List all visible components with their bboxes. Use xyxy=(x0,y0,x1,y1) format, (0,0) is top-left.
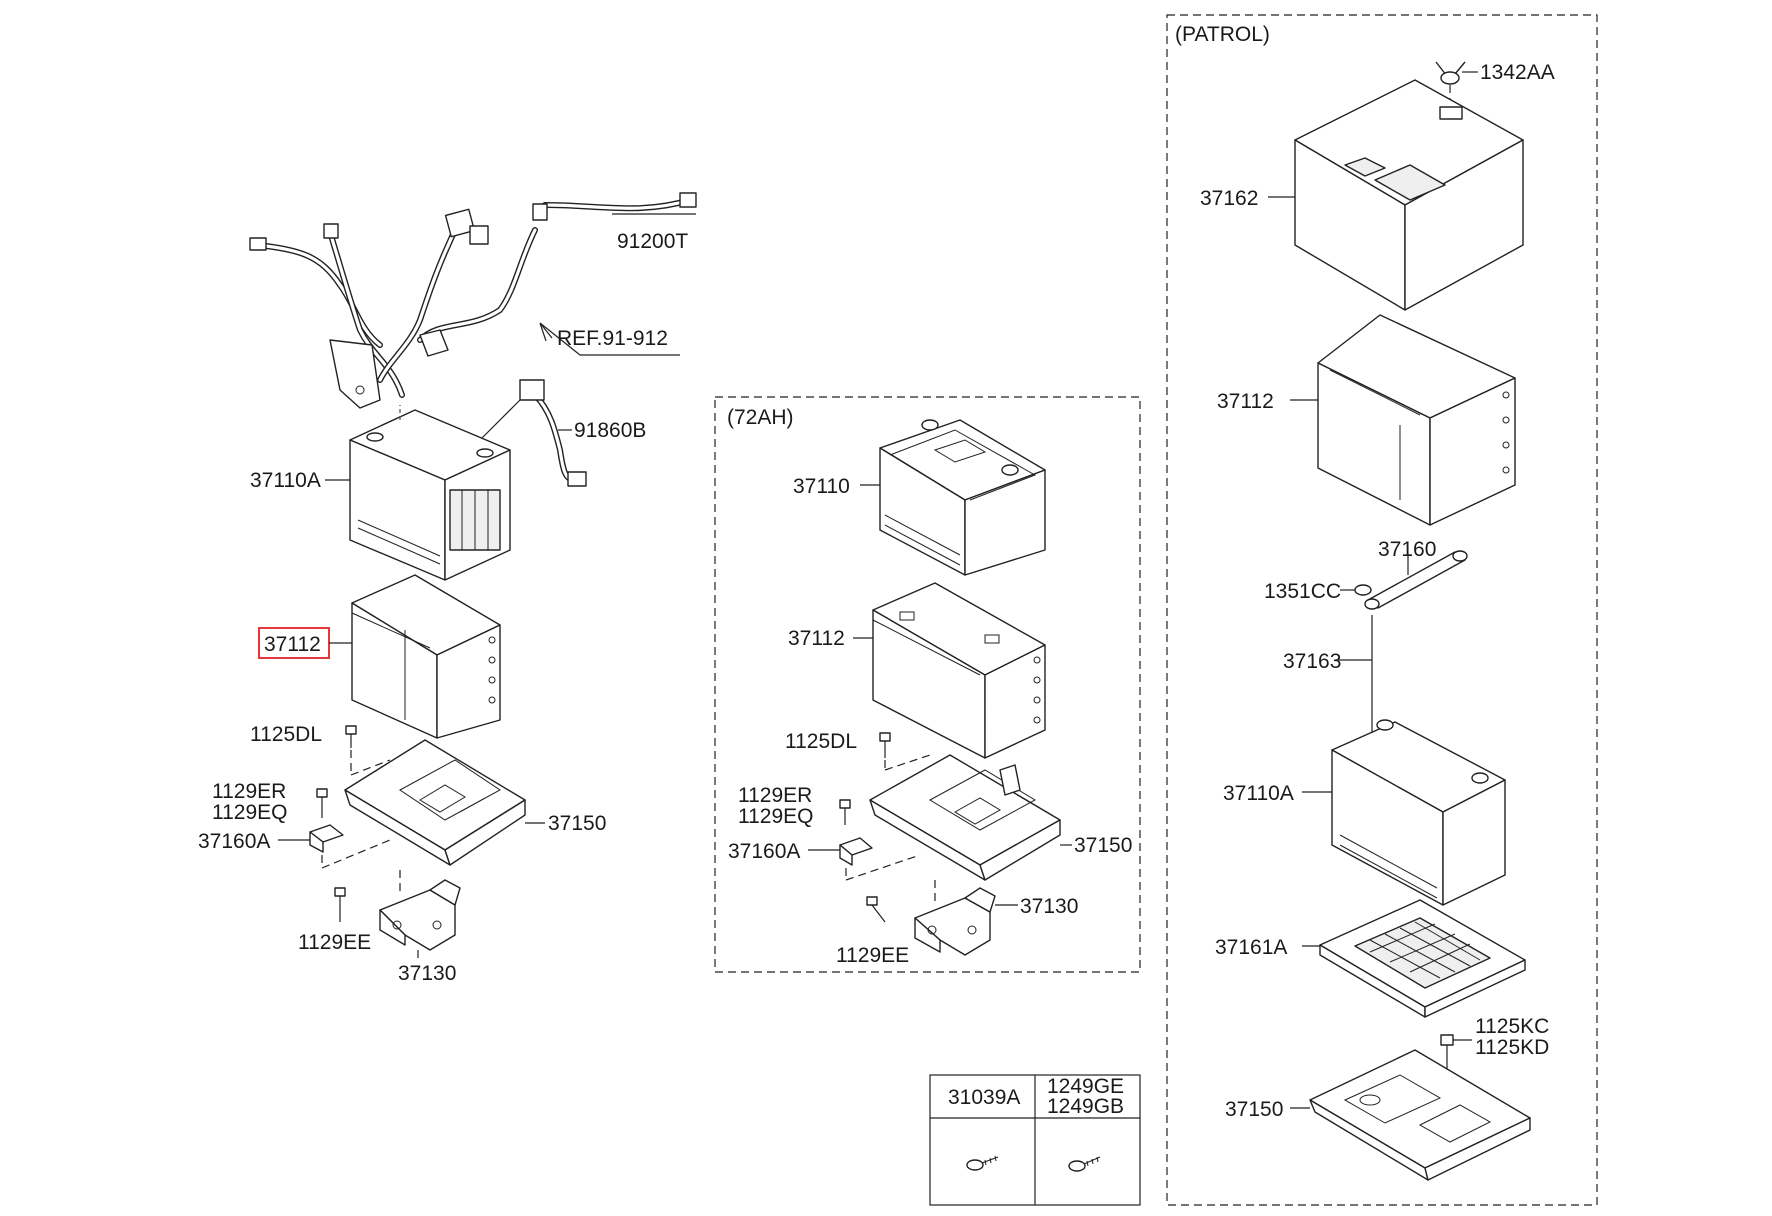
clamp-37160[interactable] xyxy=(1364,550,1468,610)
label-1129EE-72ah: 1129EE xyxy=(836,944,909,967)
clamp-bolt-1129ER-72ah[interactable] xyxy=(839,799,851,825)
label-1125KC: 1125KC xyxy=(1475,1015,1549,1038)
label-91200T: 91200T xyxy=(617,230,688,253)
wiring-harness-91200T[interactable] xyxy=(249,192,697,409)
label-37160A-72ah: 37160A xyxy=(728,840,800,863)
label-37150: 37150 xyxy=(548,812,606,835)
label-1125KD: 1125KD xyxy=(1475,1036,1549,1059)
cover-37162[interactable] xyxy=(1294,79,1524,311)
battery-37110A[interactable] xyxy=(349,405,511,581)
clamp-bolt-1129ER[interactable] xyxy=(316,788,328,818)
label-1129ER-72ah: 1129ER xyxy=(738,784,812,807)
clamp-37160A-72ah[interactable] xyxy=(839,837,873,866)
main-group: 91200T REF.91-912 91860B 37 xyxy=(198,192,697,985)
table-header-31039A: 31039A xyxy=(948,1086,1020,1109)
bolt-1125DL-72ah[interactable] xyxy=(879,732,891,758)
tray-box-37112[interactable] xyxy=(351,574,501,739)
ah72-frame xyxy=(714,396,1141,973)
bracket-bolt-1129EE-72ah[interactable] xyxy=(866,896,886,923)
screw-icon xyxy=(1068,1156,1101,1172)
tray-37150-72ah[interactable] xyxy=(869,754,1061,881)
label-1129EE: 1129EE xyxy=(298,931,371,954)
mat-37161A[interactable] xyxy=(1319,899,1526,1018)
fastener-table: 31039A 1249GE 1249GB xyxy=(929,1074,1141,1206)
label-91860B: 91860B xyxy=(574,419,646,442)
nut-1342AA[interactable] xyxy=(1435,61,1466,85)
label-37150-patrol: 37150 xyxy=(1225,1098,1283,1121)
label-37130: 37130 xyxy=(398,962,456,985)
bracket-bolt-1129EE[interactable] xyxy=(334,887,346,922)
label-1129EQ-72ah: 1129EQ xyxy=(738,805,814,828)
label-1351CC: 1351CC xyxy=(1264,580,1341,603)
patrol-frame xyxy=(1166,14,1598,1206)
label-37160: 37160 xyxy=(1378,538,1436,561)
table-header-1249GE: 1249GE xyxy=(1047,1075,1124,1098)
label-1342AA: 1342AA xyxy=(1480,61,1555,84)
label-1125DL-72ah: 1125DL xyxy=(785,730,857,753)
label-1129EQ: 1129EQ xyxy=(212,801,288,824)
label-37160A: 37160A xyxy=(198,830,270,853)
tray-37150-patrol[interactable] xyxy=(1309,1049,1531,1181)
battery-37110[interactable] xyxy=(879,419,1046,576)
label-37162: 37162 xyxy=(1200,187,1258,210)
battery-37110A-patrol[interactable] xyxy=(1331,719,1506,906)
label-1125DL: 1125DL xyxy=(250,723,322,746)
bracket-37130[interactable] xyxy=(379,879,461,951)
nut-1351CC[interactable] xyxy=(1354,584,1372,596)
label-37112: 37112 xyxy=(264,633,321,656)
screw-icon xyxy=(966,1155,999,1171)
label-37130-72ah: 37130 xyxy=(1020,895,1078,918)
label-37110A: 37110A xyxy=(250,469,321,492)
tray-box-37112-patrol[interactable] xyxy=(1317,314,1516,526)
tray-box-37112-72ah[interactable] xyxy=(872,582,1046,759)
label-37163: 37163 xyxy=(1283,650,1341,673)
label-37150-72ah: 37150 xyxy=(1074,834,1132,857)
label-37161A: 37161A xyxy=(1215,936,1287,959)
battery-cable-91860B[interactable] xyxy=(479,379,587,487)
ah72-title: (72AH) xyxy=(727,406,794,429)
bracket-37130-72ah[interactable] xyxy=(914,887,996,956)
table-header-1249GB: 1249GB xyxy=(1047,1095,1124,1118)
label-ref-91-912: REF.91-912 xyxy=(557,327,668,350)
label-37110: 37110 xyxy=(793,475,850,498)
label-37112-patrol: 37112 xyxy=(1217,390,1274,413)
tray-37150[interactable] xyxy=(344,739,526,866)
label-37110A-patrol: 37110A xyxy=(1223,782,1294,805)
patrol-title: (PATROL) xyxy=(1175,23,1270,46)
ah72-group: (72AH) 37110 3711 xyxy=(714,396,1141,973)
label-37112-72ah: 37112 xyxy=(788,627,845,650)
patrol-group: (PATROL) 1342AA 37162 xyxy=(1166,14,1598,1206)
label-1129ER: 1129ER xyxy=(212,780,286,803)
bolt-1125DL[interactable] xyxy=(345,725,357,748)
clamp-37160A[interactable] xyxy=(309,824,344,853)
